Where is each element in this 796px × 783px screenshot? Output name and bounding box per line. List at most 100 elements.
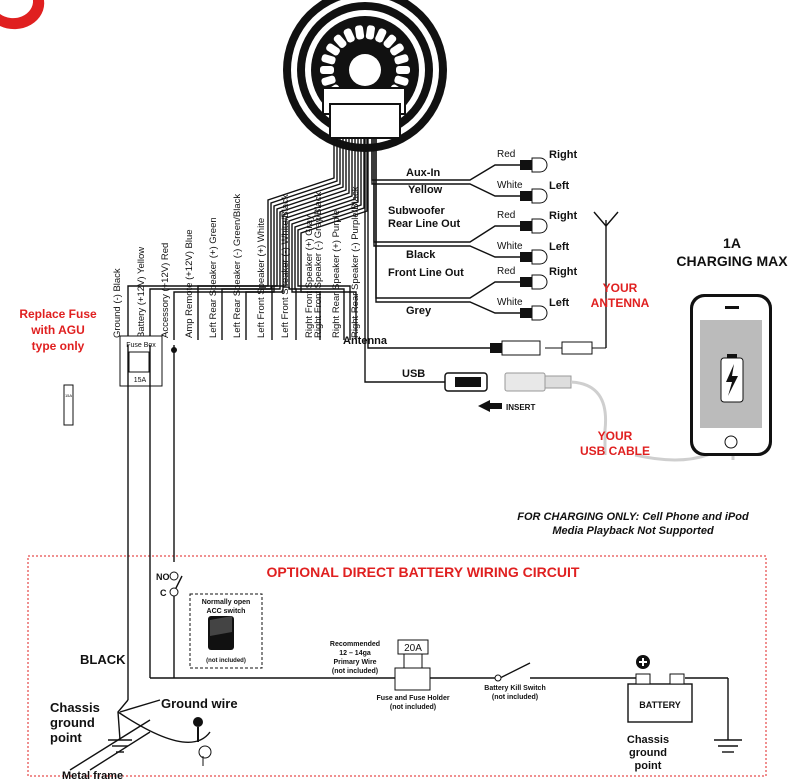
rca-plug-tip <box>531 188 548 204</box>
wire-label: Left Front Speaker (-) White/Black <box>280 194 291 338</box>
ground-wire-label: Ground wire <box>161 696 238 711</box>
wire-label: Left Rear Speaker (-) Green/Black <box>232 194 243 338</box>
fuse-20a-label: 20A <box>404 643 422 654</box>
rca-group-color: Black <box>406 249 436 261</box>
vent-slot <box>365 25 375 40</box>
wire-label: Right Front Speaker (-) Gray/Black <box>313 192 324 338</box>
vent-slot <box>390 43 404 56</box>
wire-label: Accessory (+12V) Red <box>160 243 171 338</box>
insert-label: INSERT <box>506 403 535 412</box>
rca-side: Right <box>549 210 577 222</box>
rca-plug-tip <box>531 218 548 234</box>
vent-slot <box>383 34 397 48</box>
acc-not-included: (not included) <box>206 658 246 664</box>
fuse-box-label: Fuse Box <box>126 342 156 349</box>
metal-frame-label: Metal frame <box>62 770 123 782</box>
head-unit <box>283 0 447 152</box>
vent-slot <box>355 25 365 40</box>
rca-plug-color: Red <box>497 149 515 160</box>
vent-slot <box>326 43 340 56</box>
vent-slot <box>320 66 334 74</box>
switch-no-contact <box>169 571 179 581</box>
rca-plug-color: White <box>497 241 523 252</box>
rca-side: Left <box>549 241 570 253</box>
rca-plug <box>520 221 532 231</box>
wire-labels: Ground (-) Black Battery (+12V) Yellow Acc… <box>112 186 361 338</box>
rca-plugs <box>520 157 548 321</box>
rca-plug-tip <box>531 274 548 290</box>
switch-c-contact <box>169 587 179 597</box>
vent-slot <box>333 34 347 48</box>
rca-plug-tip <box>531 249 548 265</box>
wire-label: Amp Remote (+12V) Blue <box>184 229 195 338</box>
rca-side: Left <box>549 180 570 192</box>
rca-group-name: Aux-In <box>406 167 441 179</box>
agu-fuse-icon: 15A <box>63 384 74 426</box>
rca-plug-color: White <box>497 297 523 308</box>
rca-plug-color: White <box>497 180 523 191</box>
rca-group-color: Grey <box>406 305 432 317</box>
agu-fuse-label: 15A <box>65 393 72 398</box>
rca-side: Left <box>549 297 570 309</box>
rca-plug-color: Red <box>497 266 515 277</box>
usb-label: USB <box>402 368 425 380</box>
circuit-wires <box>69 345 742 771</box>
rca-plug <box>520 308 532 318</box>
rca-plug <box>520 252 532 262</box>
vent-slot <box>375 28 387 43</box>
antenna-label: Antenna <box>343 335 388 347</box>
optional-circuit-title: OPTIONAL DIRECT BATTERY WIRING CIRCUIT <box>267 564 580 580</box>
ground-screw <box>193 717 212 766</box>
fuse-box: Fuse Box 15A <box>119 335 163 387</box>
kill-switch-contact <box>494 674 502 682</box>
fuse-rating: 15A <box>134 377 147 384</box>
wire-label: Battery (+12V) Yellow <box>136 247 147 338</box>
vent-slot <box>394 75 409 86</box>
vent-slot <box>343 28 355 43</box>
black-label: BLACK <box>80 652 126 667</box>
wire-label: Right Rear Speaker (+) Purple <box>331 210 342 338</box>
rca-plug <box>520 191 532 201</box>
inline-fuse <box>394 639 431 691</box>
wire-label: Left Front Speaker (+) White <box>256 218 267 338</box>
battery <box>627 655 693 723</box>
rca-plug-color: Red <box>497 210 515 221</box>
wire-label: Ground (-) Black <box>112 268 123 338</box>
wire-label: Right Front Speaker (+) Gray <box>304 215 315 338</box>
rca-side: Right <box>549 266 577 278</box>
rca-plug-tip <box>531 157 548 173</box>
harness-bundle <box>127 138 368 340</box>
corner-badge-inner <box>0 0 34 19</box>
rca-group-color: Yellow <box>408 184 443 196</box>
rca-group-name: Rear Line Out <box>388 218 460 230</box>
rca-group-name: Front Line Out <box>388 267 464 279</box>
vent-slot <box>321 54 336 65</box>
battery-label: BATTERY <box>639 700 681 710</box>
rca-side: Right <box>549 149 577 161</box>
vent-slot <box>321 75 336 86</box>
rca-plug <box>520 277 532 287</box>
fuse-holder-label: Fuse and Fuse Holder(not included) <box>376 695 449 711</box>
rca-cables <box>364 138 520 383</box>
rca-group-name: Subwoofer <box>388 205 446 217</box>
rca-plug-tip <box>531 305 548 321</box>
optional-circuit-box <box>27 555 767 777</box>
antenna-connector <box>490 211 619 356</box>
acc-switch <box>189 593 263 669</box>
switch-c-label: C <box>160 588 167 598</box>
kill-switch-label: Battery Kill Switch(not included) <box>484 685 545 701</box>
switch-no-label: NO <box>156 572 170 582</box>
vent-slot <box>394 54 409 65</box>
wire-label: Right Rear Speaker (-) Purple/Black <box>350 186 361 338</box>
